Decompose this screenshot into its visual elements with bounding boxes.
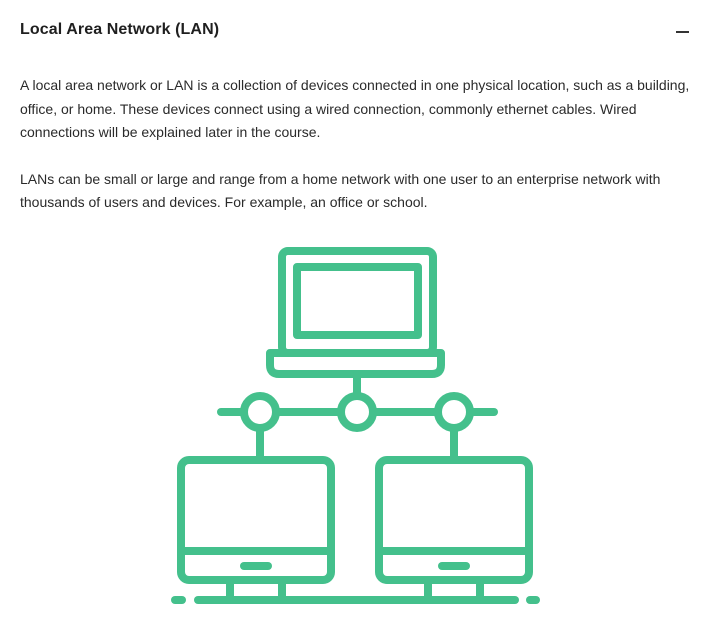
lan-definition-paragraph: A local area network or LAN is a collect… — [20, 77, 690, 140]
left-desktop-icon — [177, 456, 335, 604]
network-bus-icon — [217, 370, 498, 464]
minus-icon[interactable] — [676, 31, 689, 33]
right-desktop-icon — [375, 456, 533, 604]
lan-network-diagram-icon — [171, 247, 540, 604]
accordion-header[interactable]: Local Area Network (LAN) — [0, 0, 708, 62]
lan-size-paragraph: LANs can be small or large and range fro… — [20, 170, 661, 211]
accordion-title: Local Area Network (LAN) — [20, 21, 220, 38]
laptop-icon — [266, 247, 445, 378]
accordion-body: A local area network or LAN is a collect… — [20, 74, 690, 215]
